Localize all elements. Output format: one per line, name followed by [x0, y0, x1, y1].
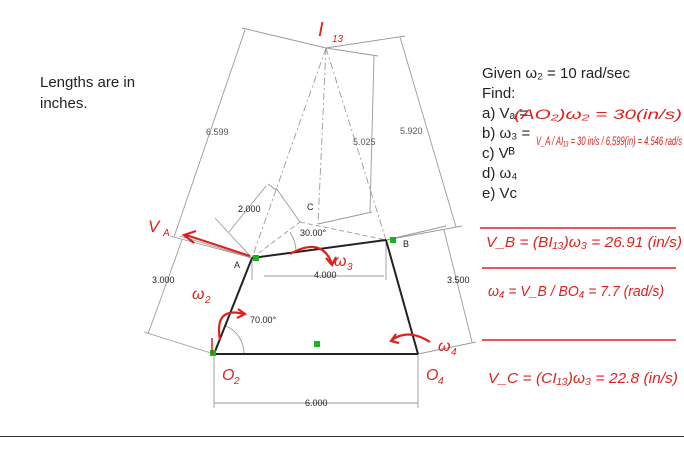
ext-line-o2-3000 [143, 331, 215, 355]
answer-handwriting: (AO₂)ω₂ = 30(in/s) V_A / AI₁₃ = 30 in/s … [486, 106, 682, 387]
ext-line-c-mid [317, 211, 373, 225]
w4-arrowhead [389, 333, 400, 345]
label-w2: ω [192, 286, 204, 303]
c-perp [275, 187, 301, 223]
i13-b-line [325, 47, 387, 241]
label-o4: O [426, 367, 438, 384]
dim-2000 [228, 185, 267, 233]
find-item-a: a) Vₐ = [482, 105, 529, 122]
angle-70-arc [225, 325, 245, 355]
marker-ground [314, 341, 320, 347]
find-item-b: b) ω₃ = [482, 125, 531, 142]
label-va: V [148, 217, 161, 236]
i13-c-line [317, 47, 327, 225]
point-label-a: A [234, 260, 240, 270]
linkage [213, 239, 419, 355]
dim-text-5025: 5.025 [353, 137, 376, 147]
marker-o2 [210, 350, 216, 356]
dim-5025 [369, 55, 375, 213]
label-w4-sub: 4 [451, 347, 457, 358]
w4-rotation-arrow [391, 333, 431, 343]
marker-a [253, 255, 259, 261]
link-b-o4 [385, 239, 419, 355]
va-arrowhead [181, 229, 197, 244]
angle-30-arc [289, 231, 297, 251]
given-block: Given ω₂ = 10 rad/sec Find: a) Vₐ = b) ω… [482, 64, 630, 204]
find-item-c: c) Vᴮ [482, 145, 515, 162]
label-va-sub: A [162, 228, 170, 239]
dimension-text: 6.599 5.025 5.920 2.000 30.00° 4.000 3.0… [152, 126, 470, 408]
dim-text-6000: 6.000 [305, 398, 328, 408]
dim-3500 [443, 229, 473, 343]
dim-text-3500: 3.500 [447, 275, 470, 285]
w2-arrowhead [236, 308, 248, 319]
bottom-rule [0, 436, 684, 437]
answer-underlines [480, 227, 676, 341]
w3-arrowhead [325, 256, 337, 267]
point-label-b: B [403, 239, 409, 249]
label-o4-sub: 4 [438, 376, 444, 387]
ext-line-c-2000 [267, 183, 277, 191]
dim-text-3000: 3.000 [152, 275, 175, 285]
label-w2-sub: 2 [204, 295, 211, 306]
dim-text-30deg: 30.00° [300, 228, 327, 238]
link-c-b [299, 221, 387, 241]
dim-6599 [173, 29, 246, 238]
dim-text-70deg: 70.00° [250, 315, 277, 325]
label-w4: ω [438, 338, 450, 355]
ext-line-b-right [385, 225, 463, 241]
ext-line-i13-left [241, 27, 327, 49]
lengths-note: Lengths are in inches. [40, 74, 136, 112]
dim-3000 [147, 239, 183, 335]
answer-b: V_A / AI₁₃ = 30 in/s / 6.599(in) = 4.546… [536, 134, 682, 148]
dim-text-5920: 5.920 [400, 126, 423, 136]
dim-text-6599: 6.599 [206, 127, 229, 137]
answer-a: (AO₂)ω₂ = 30(in/s) [514, 106, 682, 122]
ext-line-o4-3500 [417, 341, 477, 355]
ext-line-a-left [169, 235, 253, 259]
ext-line-a-2000 [214, 217, 253, 259]
ext-line-i13-right [325, 35, 406, 49]
find-item-e: e) Vc [482, 185, 518, 202]
w2-rotation-arrow [217, 311, 245, 341]
w3-rotation-arrow [289, 245, 334, 265]
link-a-c [251, 221, 301, 259]
velocity-arrows [181, 229, 431, 354]
va-arrow [185, 233, 251, 258]
given-line: Given ω₂ = 10 rad/sec [482, 65, 631, 82]
i13-a-line [251, 47, 327, 259]
label-w3-sub: 3 [347, 262, 353, 273]
label-i13: I [318, 19, 324, 41]
answer-c: V_B = (BI₁₃)ω₃ = 26.91 (in/s) [486, 234, 682, 251]
dim-text-2000: 2.000 [238, 204, 261, 214]
label-o2-sub: 2 [233, 376, 240, 387]
dim-5920 [399, 36, 457, 228]
label-o2: O [222, 367, 234, 384]
label-i13-sub: 13 [332, 34, 344, 45]
find-label: Find: [482, 85, 516, 102]
point-markers [210, 237, 396, 356]
answer-e: V_C = (CI₁₃)ω₃ = 22.8 (in/s) [488, 370, 678, 387]
answer-d: ω₄ = V_B / BO₄ = 7.7 (rad/s) [488, 283, 664, 300]
dim-text-4000: 4.000 [314, 270, 337, 280]
find-item-d: d) ω₄ [482, 165, 518, 182]
figure-handwriting: I 13 V A ω 2 ω 3 ω 4 O 2 O 4 [148, 19, 457, 387]
dimension-lines [143, 27, 477, 408]
ext-line-i13-mid [325, 47, 379, 57]
label-w3: ω [334, 253, 346, 270]
point-label-c: C [307, 202, 314, 212]
marker-b [390, 237, 396, 243]
ext-line-a-3000 [179, 235, 253, 259]
